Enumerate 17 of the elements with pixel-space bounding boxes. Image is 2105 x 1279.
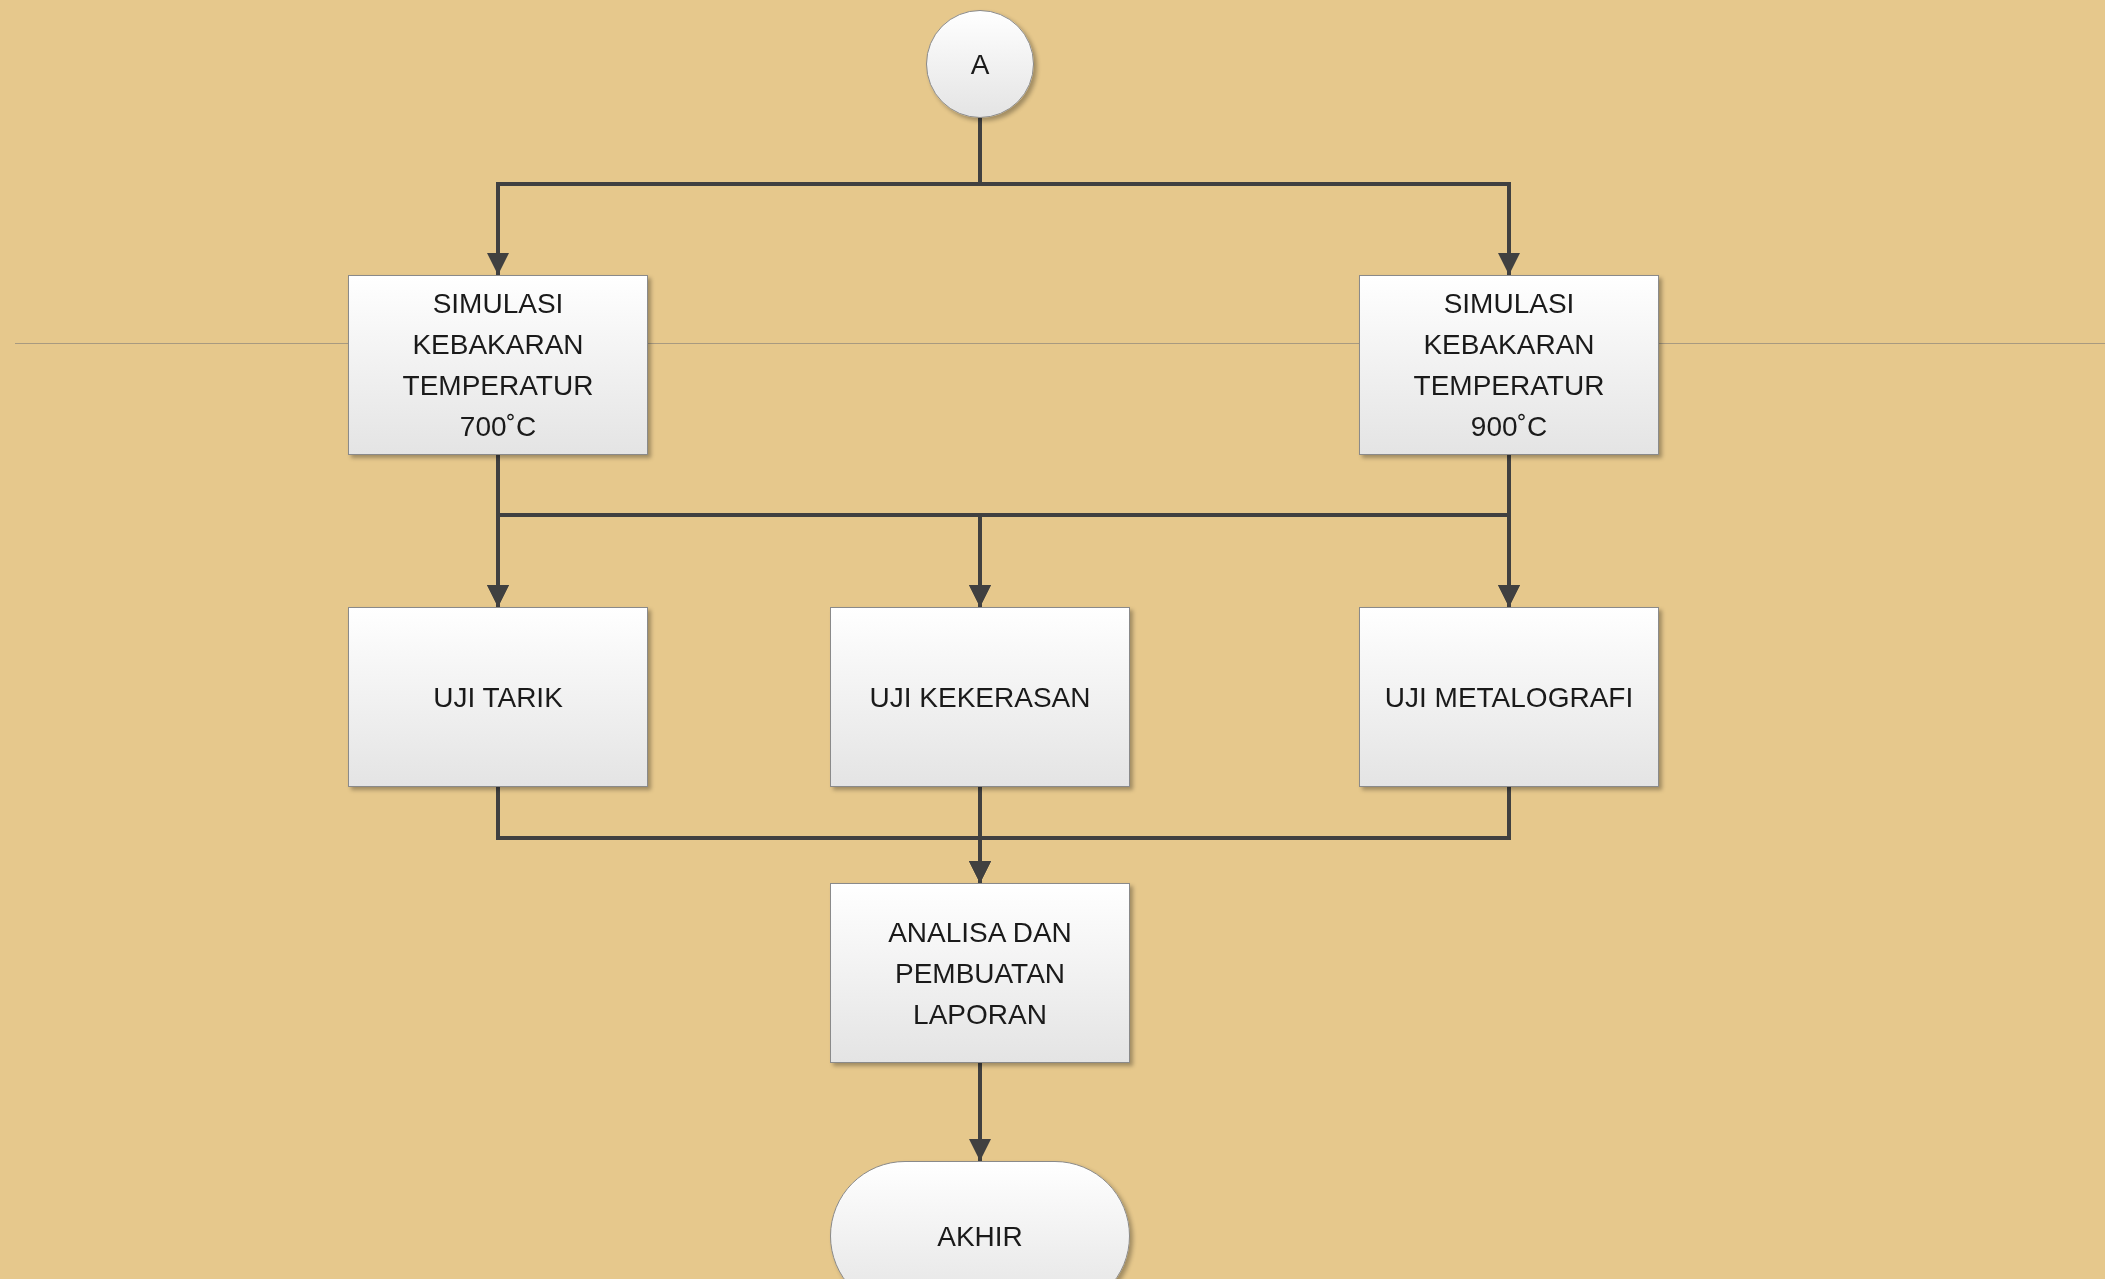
node-label: ANALISA DAN PEMBUATAN LAPORAN <box>887 915 1073 1032</box>
process-box <box>1359 607 1659 787</box>
process-box <box>1359 275 1659 455</box>
process-box <box>830 883 1130 1063</box>
node-label: SIMULASI KEBAKARAN TEMPERATUR 900˚C <box>1412 287 1606 444</box>
node-label: UJI KEKERASAN <box>869 680 1091 715</box>
node-label: UJI TARIK <box>433 680 563 715</box>
arrow <box>969 1063 991 1161</box>
process-box <box>830 607 1130 787</box>
process-box <box>348 607 648 787</box>
process-box <box>348 275 648 455</box>
node-label: SIMULASI KEBAKARAN TEMPERATUR 700˚C <box>401 287 595 444</box>
node-label: A <box>970 47 990 82</box>
arrow <box>1498 455 1520 607</box>
node-label: UJI METALOGRAFI <box>1384 680 1634 715</box>
terminal-shape <box>830 1161 1130 1279</box>
node-label: AKHIR <box>937 1219 1023 1254</box>
